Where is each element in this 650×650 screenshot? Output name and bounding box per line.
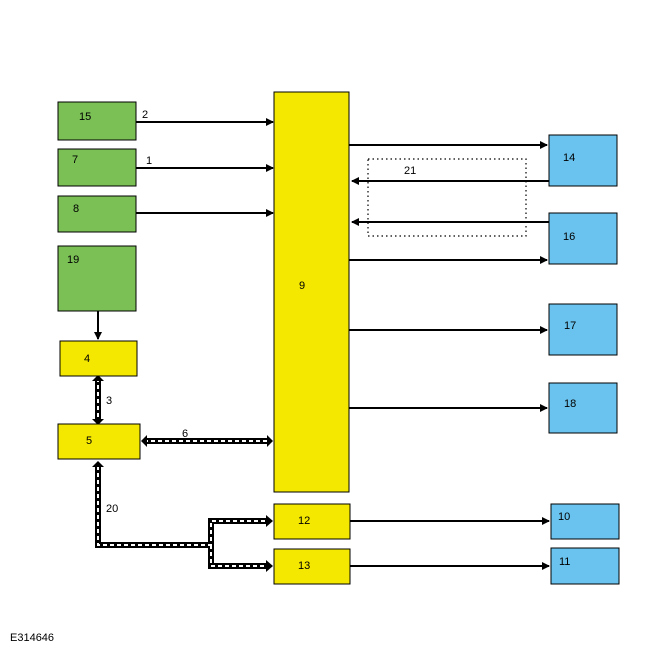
component-box-17-label: 17	[564, 320, 576, 332]
component-box-9-label: 9	[299, 280, 305, 292]
signal-group-21-dotted-box	[367, 158, 527, 237]
component-box-19-label: 19	[67, 254, 79, 266]
connection-label-2: 2	[142, 109, 148, 121]
component-box-11-label: 11	[559, 556, 570, 568]
component-box-4-label: 4	[84, 353, 90, 365]
component-box-10: 10	[550, 503, 620, 540]
component-box-10-label: 10	[558, 511, 570, 523]
connection-label-1: 1	[146, 155, 152, 167]
connection-label-20: 20	[106, 503, 118, 515]
data-bus-6	[141, 435, 273, 447]
connection-label-21: 21	[404, 165, 416, 177]
component-box-11: 11	[550, 547, 620, 585]
component-box-15: 15	[57, 101, 137, 141]
figure-reference: E314646	[10, 632, 54, 644]
component-box-16: 16	[548, 212, 618, 265]
component-box-15-label: 15	[79, 111, 91, 123]
component-box-14: 14	[548, 134, 618, 187]
component-box-7-label: 7	[72, 154, 78, 166]
component-box-9: 9	[273, 91, 350, 493]
component-box-14-label: 14	[563, 152, 575, 164]
component-box-8-label: 8	[73, 203, 79, 215]
component-box-8: 8	[57, 195, 137, 233]
component-box-19: 19	[57, 245, 137, 312]
component-box-17: 17	[548, 303, 618, 356]
data-bus-20	[92, 461, 273, 572]
component-box-7: 7	[57, 148, 137, 187]
component-box-16-label: 16	[563, 231, 575, 243]
component-box-4: 4	[59, 340, 138, 377]
component-box-18: 18	[548, 382, 618, 434]
component-box-12-label: 12	[298, 515, 310, 527]
connection-label-3: 3	[106, 395, 112, 407]
component-box-13-label: 13	[298, 560, 310, 572]
component-box-12: 12	[273, 503, 351, 540]
component-box-13: 13	[273, 548, 351, 585]
component-box-18-label: 18	[564, 398, 576, 410]
data-bus-3	[92, 375, 104, 425]
component-box-5-label: 5	[86, 435, 92, 447]
connection-label-6: 6	[182, 428, 188, 440]
component-box-5: 5	[57, 423, 141, 460]
